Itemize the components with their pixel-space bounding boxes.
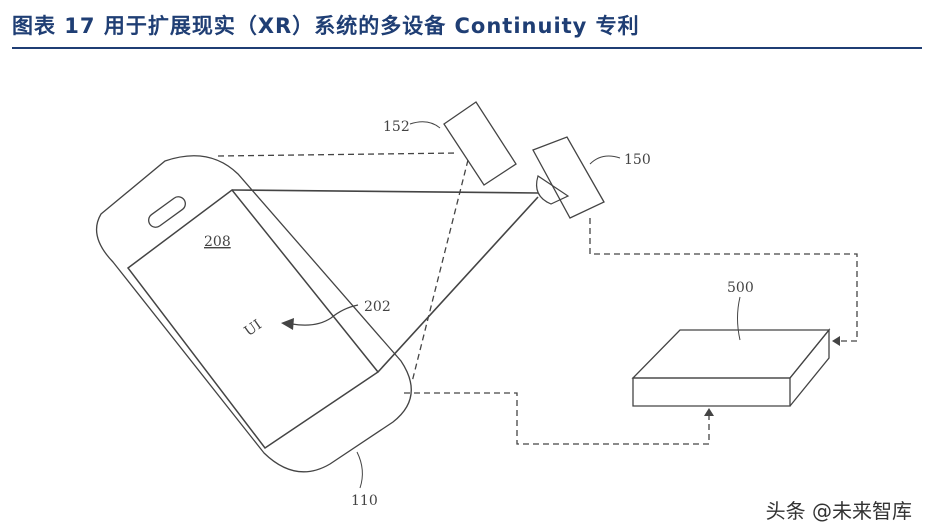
projection-line-bottom (377, 196, 539, 373)
ui-pointer-202 (281, 304, 359, 330)
base-unit-500 (631, 296, 831, 407)
label-208: 208 (204, 234, 231, 250)
projection-line-top (231, 189, 539, 194)
label-150: 150 (624, 152, 651, 168)
device-speaker-slot (148, 196, 186, 228)
label-202: 202 (364, 299, 391, 315)
label-110: 110 (351, 493, 378, 509)
leader-110 (356, 451, 363, 489)
projector-to-base-connection (589, 218, 858, 346)
label-500: 500 (727, 280, 754, 296)
arrowhead-to-base-bottom (704, 408, 714, 416)
figure-title: 图表 17 用于扩展现实（XR）系统的多设备 Continuity 专利 (12, 14, 640, 38)
leader-500 (737, 296, 741, 341)
device-to-base-connection (404, 392, 714, 445)
source-watermark: 头条 @未来智库 (765, 499, 912, 523)
sensor-fov-line-1 (217, 152, 459, 157)
sensor-152 (409, 101, 517, 186)
sensor-fov-line-2 (411, 159, 469, 383)
projector-150 (532, 136, 621, 219)
device-outline (95, 155, 412, 473)
projector-lens (535, 175, 570, 205)
label-ui: UI (241, 317, 264, 340)
ui-arrowhead (281, 318, 294, 330)
label-152: 152 (383, 119, 410, 135)
leader-152 (409, 121, 441, 129)
leader-150 (589, 155, 621, 165)
title-divider (12, 47, 922, 49)
arrowhead-to-base (832, 336, 840, 346)
